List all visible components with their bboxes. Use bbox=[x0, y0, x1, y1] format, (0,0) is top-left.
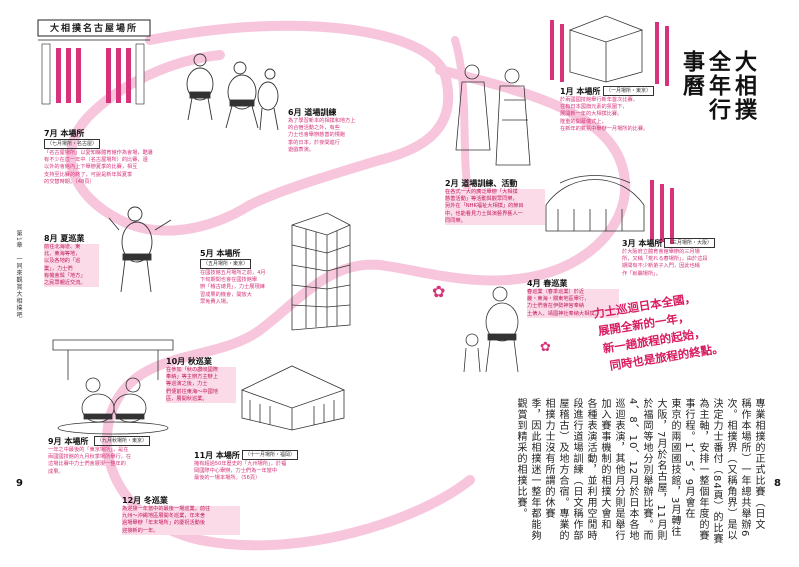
arena-sign-text: 大相撲名古屋場所 bbox=[49, 24, 138, 34]
chapter-label: 第1章 一同來觀賞大相撲吧 bbox=[15, 230, 22, 319]
event-title-jun: 6月 道場訓練 bbox=[288, 108, 337, 117]
event-desc-feb: 在各式一大的廣泛舉辦「大相撲慈善活動」等活動與觀眾同樂，另外在「NHK福祉大相撲… bbox=[445, 189, 545, 226]
event-title-may: 5月 本場所 bbox=[200, 249, 241, 258]
spring-tour-wrestlers-illustration bbox=[460, 280, 550, 380]
event-desc-sep: 一年之中最後的「東京場所」，是在兩國國技館的九月秋季場所舉行，在這場比賽中力士們… bbox=[48, 447, 132, 475]
event-sub-mar: （三月場所・大阪） bbox=[664, 238, 716, 248]
kyushu-arena-illustration bbox=[232, 360, 350, 432]
event-sub-jan: （一月場所・東京） bbox=[603, 86, 655, 96]
event-desc-mar: 於大阪府立體育會館舉辦的三月場所，又稱「荒れる春場所」，由於這段期間有不少新弟子… bbox=[622, 249, 708, 277]
pink-banner bbox=[655, 22, 659, 84]
event-desc-nov: 擁有超過50年歷史的「九州場所」，於福岡國際中心舉辦，力士們為一年當中最後的一場… bbox=[194, 461, 287, 482]
pink-banner bbox=[670, 188, 674, 244]
page-number-right: 8 bbox=[774, 478, 781, 489]
event-sub-may: （五月場所・東京） bbox=[200, 259, 252, 269]
pink-banner bbox=[550, 20, 554, 80]
event-desc-apr: 春巡業（春季巡業）於近畿・東海・關東地區舉行，力士們會在伊勢神宮奉納土俵入、靖國… bbox=[527, 289, 619, 318]
pink-banner bbox=[560, 24, 564, 82]
stadium-tower-illustration bbox=[282, 205, 357, 335]
event-title-feb: 2月 道場訓練、活動 bbox=[445, 179, 518, 188]
pink-banner bbox=[665, 26, 669, 86]
event-title-nov: 11月 本場所 bbox=[194, 451, 240, 460]
nagoya-arena-illustration: 大相撲名古屋場所 bbox=[36, 18, 152, 108]
osaka-arena-illustration bbox=[540, 165, 650, 245]
event-desc-jun: 為了學習新本的相撲和地方上的合宿活動之外，有些力士也會舉辦慈善的慢跑季的日本，於… bbox=[288, 118, 356, 153]
crowd-bout-illustration bbox=[48, 330, 178, 435]
event-desc-jan: 於兩國國技館舉行新年首次比賽，在有日本國旗元素的氛圍下，展開新一年的大相撲比賽。… bbox=[560, 97, 649, 132]
event-title-mar: 3月 本場所 bbox=[622, 239, 663, 248]
pink-banner bbox=[650, 180, 654, 240]
sumo-wrestlers-training-illustration bbox=[180, 48, 285, 138]
wrestler-lifting-illustration bbox=[105, 200, 175, 300]
event-title-jan: 1月 本場所 bbox=[560, 87, 601, 96]
event-title-sep: 9月 本場所 bbox=[48, 437, 89, 446]
event-sub-jul: （七月場所・名古屋） bbox=[44, 139, 101, 149]
wrestler-couple-illustration bbox=[450, 60, 540, 175]
event-sub-nov: （十一月場所・福岡） bbox=[242, 450, 299, 460]
event-title-apr: 4月 春巡業 bbox=[527, 279, 568, 288]
event-title-jul: 7月 本場所 bbox=[44, 129, 85, 138]
event-desc-aug: 前往北海道、東北、東海等地，以及各地的「巡業」，力士們有機會與「地方」之民眾親近… bbox=[44, 244, 99, 288]
event-title-aug: 8月 夏巡業 bbox=[44, 234, 85, 243]
event-desc-oct: 在參加「秋の讚岐國際奉納」等主辦方主辦上等巡演之後，力士們便前往東海～中國地區，… bbox=[166, 367, 236, 404]
event-title-oct: 10月 秋巡業 bbox=[166, 357, 212, 366]
sakura-icon: ✿ bbox=[432, 282, 446, 301]
page-number-left: 9 bbox=[16, 478, 23, 489]
event-desc-may: 在國技館五月場所之前，4月下旬期間也會在國技館舉辦「稽古總見」，力士展現練習成果… bbox=[200, 270, 266, 305]
event-desc-jul: 「名古屋場所」以愛知縣體育館作為會場，酷暑有不少在這一年中（名古屋場所）的比賽，… bbox=[44, 150, 153, 185]
event-desc-dec: 為迎接一年當中的最後一場巡業，前往九州～沖繩地區展開冬巡業，年末舍過場舉辦「年末… bbox=[122, 506, 240, 535]
kokugikan-arena-illustration bbox=[560, 12, 652, 86]
event-title-dec: 12月 冬巡業 bbox=[122, 496, 168, 505]
event-sub-sep: （九月秋場所・東京） bbox=[94, 436, 151, 446]
pink-banner bbox=[660, 184, 664, 242]
sakura-icon: ✿ bbox=[540, 340, 551, 355]
page-title: 大相撲 全年行 事曆 bbox=[679, 50, 756, 122]
